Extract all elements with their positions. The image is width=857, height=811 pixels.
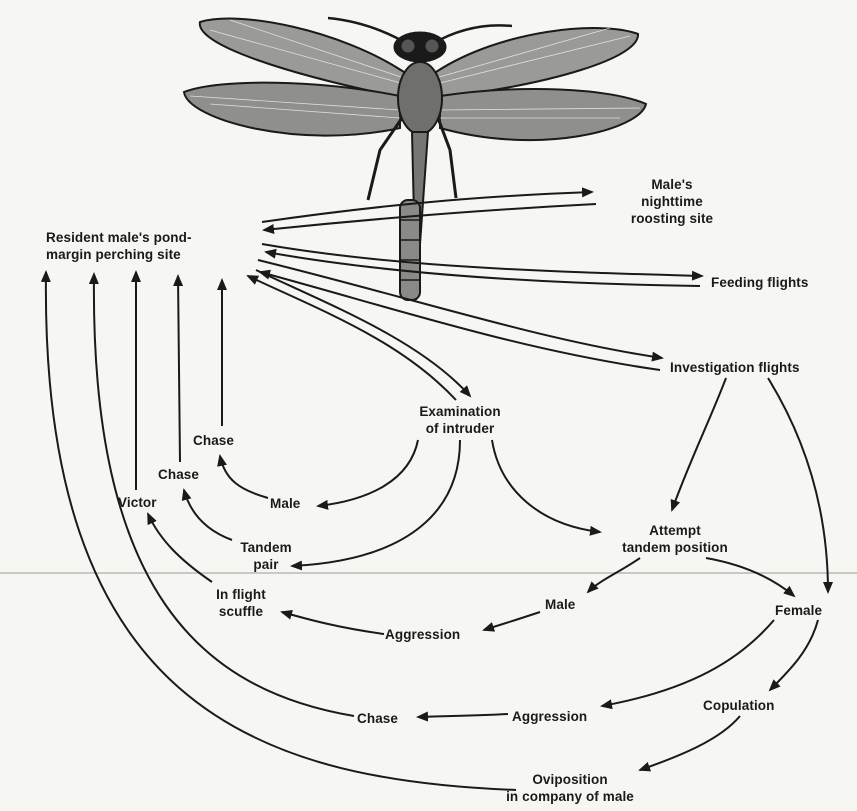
label-male-2: Male [545, 597, 576, 612]
arrow-roost-to-perch [262, 203, 597, 234]
label-chase-1: Chase [193, 433, 235, 448]
label-investigation-flights: Investigation flights [670, 360, 800, 375]
arrow-aggression-to-scuffle [280, 609, 385, 635]
arrow-feeding-to-perch [264, 248, 701, 287]
scan-line [0, 572, 857, 574]
label-scuffle-line1: In flight [216, 587, 266, 602]
arrow-examination-to-perch [246, 275, 457, 401]
label-attempt-line1: Attempt [649, 523, 701, 538]
label-oviposition: Oviposition in company of male [475, 771, 665, 805]
arrow-male-to-aggression [482, 611, 541, 632]
label-chase-3: Chase [357, 711, 399, 726]
label-aggression-1: Aggression [385, 627, 461, 642]
label-chase-2: Chase [158, 467, 200, 482]
arrow-examination-to-male [316, 439, 419, 510]
label-attempt-line2: tandem position [622, 540, 728, 555]
arrow-investigation-to-perch [258, 269, 661, 371]
flow-arrows [40, 187, 833, 791]
arrow-perch-to-roost [261, 187, 594, 223]
arrow-aggression-to-chase [416, 711, 509, 722]
label-roost-line3: roosting site [630, 211, 714, 226]
label-copulation: Copulation [703, 698, 775, 713]
label-examination-line1: Examination [419, 404, 501, 419]
arrow-male-to-chase1 [217, 454, 269, 499]
label-roost-line2: nighttime [641, 194, 703, 209]
label-tandem-pair: Tandem pair [226, 539, 306, 573]
arrow-examination-to-tandem-pair [290, 439, 461, 571]
arrow-examination-to-attempt [491, 439, 602, 536]
arrow-oviposition-to-perch [40, 270, 517, 791]
arrow-attempt-to-male [586, 557, 641, 594]
label-perch-line1: Resident male's pond- [46, 230, 192, 245]
label-tandem-line1: Tandem [240, 540, 292, 555]
label-oviposition-line2: in company of male [506, 789, 634, 804]
arrow-chase2-to-perch [173, 274, 184, 463]
label-examination-line2: of intruder [425, 421, 495, 436]
arrow-perch-to-examination [255, 269, 472, 398]
label-victor: Victor [118, 495, 157, 510]
label-female: Female [775, 603, 823, 618]
arrow-attempt-to-female [705, 557, 796, 598]
label-feeding-flights: Feeding flights [711, 275, 809, 290]
label-scuffle-line2: scuffle [218, 604, 264, 619]
dragonfly-illustration [182, 16, 648, 301]
label-aggression-2: Aggression [512, 709, 588, 724]
arrow-copulation-to-oviposition [638, 715, 741, 772]
label-perch-line2: margin perching site [46, 247, 181, 262]
arrow-chase3-to-perch [88, 272, 355, 717]
label-perch-site: Resident male's pond- margin perching si… [46, 229, 192, 263]
label-examination: Examination of intruder [400, 403, 520, 437]
arrow-tandem-to-chase2 [181, 488, 233, 541]
arrow-female-to-aggression [600, 619, 775, 710]
arrow-female-to-copulation [768, 619, 819, 692]
label-male-1: Male [270, 496, 301, 511]
label-oviposition-line1: Oviposition [532, 772, 608, 787]
arrow-perch-to-feeding [261, 243, 704, 281]
label-tandem-line2: pair [253, 557, 279, 572]
arrow-scuffle-to-victor [147, 512, 213, 583]
label-in-flight-scuffle: In flight scuffle [196, 586, 286, 620]
label-roost-line1: Male's [651, 177, 693, 192]
label-attempt-tandem: Attempt tandem position [600, 522, 750, 556]
label-roosting-site: Male's nighttime roosting site [612, 176, 732, 227]
arrow-perch-to-investigation [257, 259, 664, 362]
arrow-investigation-to-female [767, 377, 833, 594]
arrow-investigation-to-attempt [670, 377, 727, 512]
